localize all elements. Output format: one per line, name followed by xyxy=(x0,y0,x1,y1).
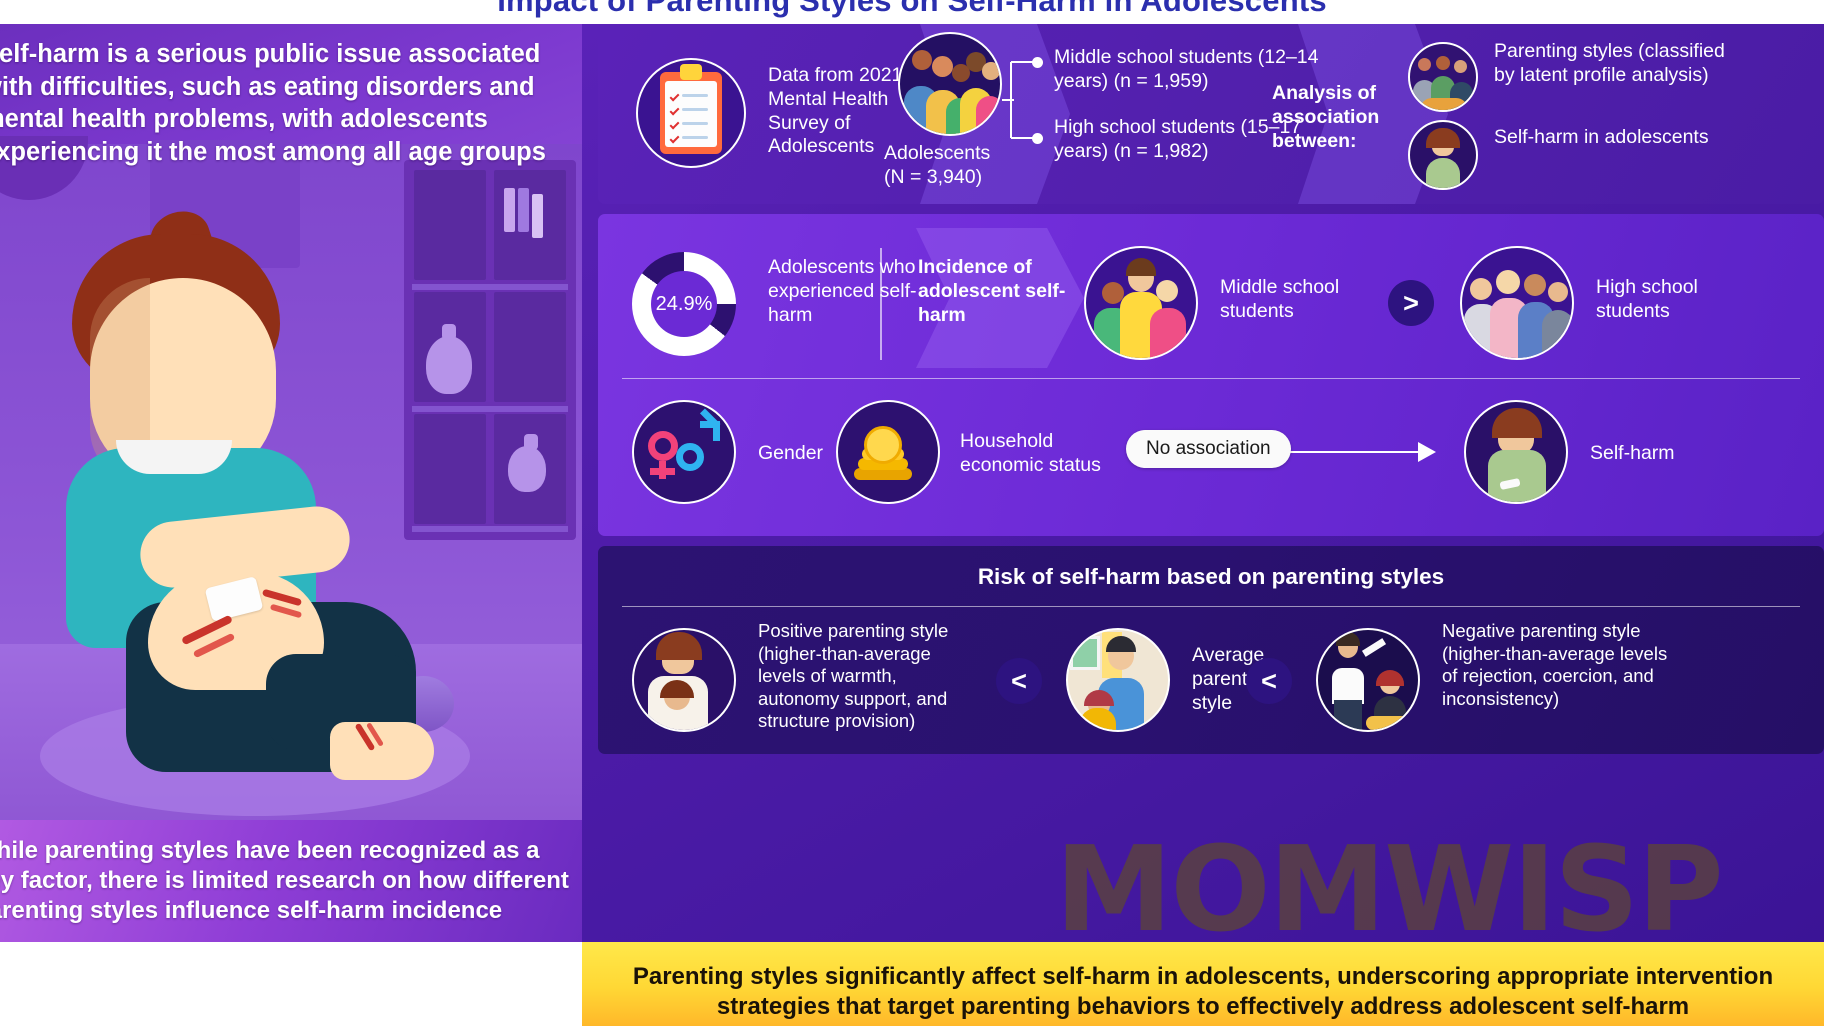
row-divider xyxy=(622,378,1800,380)
risk-panel-title: Risk of self-harm based on parenting sty… xyxy=(977,564,1445,589)
left-headline-text: Self-harm is a serious public issue asso… xyxy=(0,40,546,166)
self-harm-donut-chart: 24.9% xyxy=(632,252,736,356)
average-parenting-icon xyxy=(1066,628,1170,732)
donut-center-value: 24.9% xyxy=(651,271,717,337)
left-panel: Self-harm is a serious public issue asso… xyxy=(0,24,582,942)
household-economic-status-label: Household economic status xyxy=(960,430,1101,476)
adolescents-group-icon xyxy=(898,32,1002,136)
left-headline: Self-harm is a serious public issue asso… xyxy=(0,38,582,169)
bracket-dot xyxy=(1032,133,1043,144)
self-harm-girl-icon xyxy=(1464,400,1568,504)
bracket-stem xyxy=(1002,99,1014,102)
incidence-right-group: High school students xyxy=(1596,276,1698,322)
title-bar: Impact of Parenting Styles on Self-Harm … xyxy=(0,0,1824,24)
incidence-section-label: Incidence of adolescent self-harm xyxy=(918,256,1066,326)
middle-school-students-icon xyxy=(1084,246,1198,360)
incidence-panel: 24.9% Adolescents who experienced self-h… xyxy=(598,214,1824,536)
bracket-dot xyxy=(1032,57,1043,68)
risk-panel: Risk of self-harm based on parenting sty… xyxy=(598,546,1824,754)
less-than-badge-1: < xyxy=(996,658,1042,704)
left-banner-text: While parenting styles have been recogni… xyxy=(0,836,569,925)
conclusion-text: Parenting styles significantly affect se… xyxy=(632,962,1774,1020)
left-bottom-banner: While parenting styles have been recogni… xyxy=(0,820,582,942)
arrow-head-icon xyxy=(1418,442,1436,462)
coins-stack-icon xyxy=(836,400,940,504)
no-association-pill: No association xyxy=(1126,430,1291,468)
group-bracket xyxy=(1010,61,1038,139)
high-school-students-icon xyxy=(1460,246,1574,360)
sample-label: Adolescents xyxy=(884,142,991,164)
greater-than-badge: > xyxy=(1388,280,1434,326)
analysis-item-parenting-styles: Parenting styles (classified by latent p… xyxy=(1494,40,1725,86)
sample-size: (N = 3,940) xyxy=(884,166,983,188)
conclusion-banner: Parenting styles significantly affect se… xyxy=(582,942,1824,1026)
negative-parenting-icon xyxy=(1316,628,1420,732)
analysis-item-self-harm: Self-harm in adolescents xyxy=(1494,126,1709,148)
self-harm-outcome-label: Self-harm xyxy=(1590,442,1675,464)
self-harm-adolescent-icon xyxy=(1408,120,1478,190)
clipboard-checklist-icon xyxy=(636,58,746,168)
risk-divider xyxy=(622,606,1800,608)
incidence-left-group: Middle school students xyxy=(1220,276,1340,322)
gender-label: Gender xyxy=(758,442,824,464)
group-middle-school: Middle school students (12–14 years) (n … xyxy=(1054,46,1319,92)
right-panel: Data from 2021 Mental Health Survey of A… xyxy=(582,24,1824,942)
donut-label: Adolescents who experienced self-harm xyxy=(768,256,917,326)
positive-parenting-text: Positive parenting style (higher-than-av… xyxy=(758,620,949,732)
relation-line xyxy=(1298,451,1420,454)
methods-panel: Data from 2021 Mental Health Survey of A… xyxy=(598,24,1824,204)
group-high-school: High school students (15–17 years) (n = … xyxy=(1054,116,1302,162)
data-source-label: Data from 2021 Mental Health Survey of A… xyxy=(768,64,903,158)
adolescent-self-harm-illustration xyxy=(0,136,582,844)
boy-figure xyxy=(30,203,434,814)
gender-symbols-icon xyxy=(632,400,736,504)
less-than-badge-2: < xyxy=(1246,658,1292,704)
vertical-divider xyxy=(880,248,882,360)
negative-parenting-text: Negative parenting style (higher-than-av… xyxy=(1442,620,1668,709)
parenting-styles-icon xyxy=(1408,42,1478,112)
positive-parenting-icon xyxy=(632,628,736,732)
bookshelf-shape xyxy=(404,160,576,540)
analysis-label: Analysis of association between: xyxy=(1272,82,1380,152)
page-title: Impact of Parenting Styles on Self-Harm … xyxy=(497,0,1327,18)
